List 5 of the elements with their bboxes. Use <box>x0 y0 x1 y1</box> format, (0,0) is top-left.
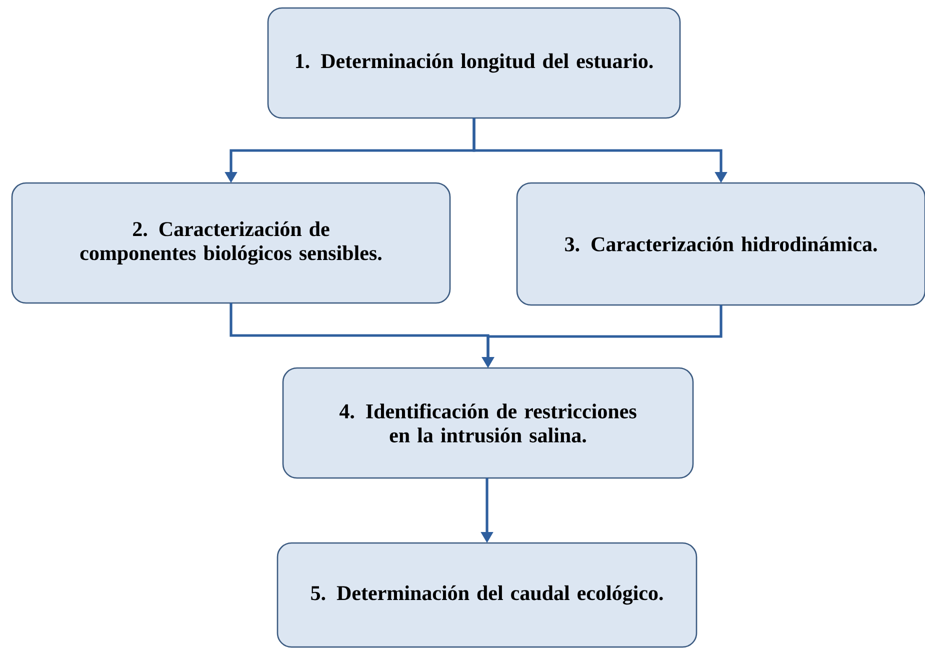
process-box: 1. Determinación longitud del estuario. <box>267 7 681 119</box>
process-box: 3. Caracterización hidrodinámica. <box>516 182 925 306</box>
process-box: 5. Determinación del caudal ecológico. <box>276 542 698 648</box>
process-box: 2. Caracterización de componentes biológicos sensibles. <box>11 182 451 304</box>
process-box: 4. Identificación de restricciones en la intrusión salina. <box>282 367 694 479</box>
